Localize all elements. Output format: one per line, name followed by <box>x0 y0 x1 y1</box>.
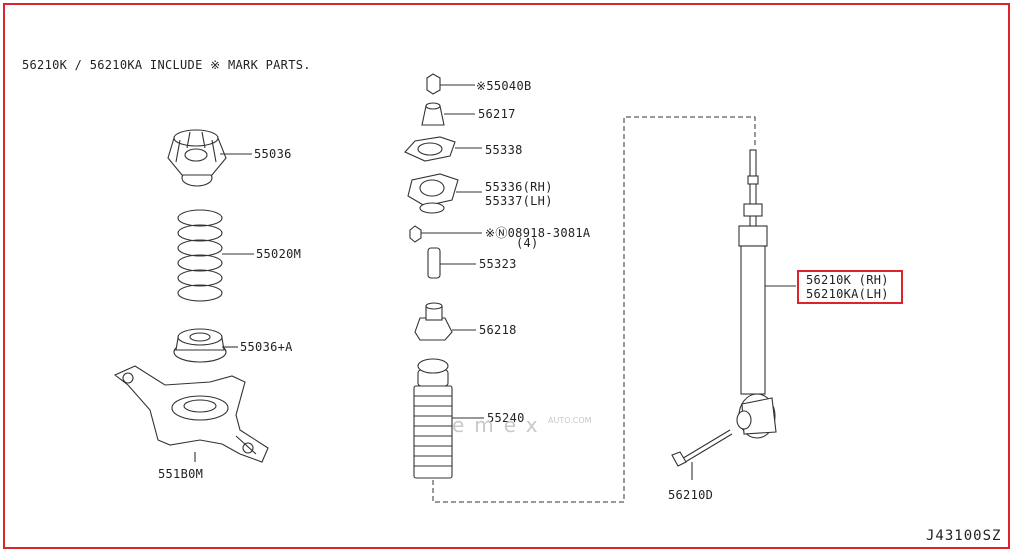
label-55240[interactable]: 55240 <box>487 411 525 425</box>
label-55020M[interactable]: 55020M <box>256 247 302 261</box>
label-55337[interactable]: 55337(LH) <box>485 194 553 208</box>
label-55336[interactable]: 55336(RH) <box>485 180 553 194</box>
lower-link-551B0M[interactable] <box>113 365 269 463</box>
coil-spring-55020M[interactable] <box>177 209 254 302</box>
mount-55336[interactable] <box>407 173 482 214</box>
dust-boot-55240[interactable] <box>413 358 484 479</box>
label-56210KA[interactable]: 56210KA(LH) <box>806 287 889 301</box>
label-56210K[interactable]: 56210K (RH) <box>806 273 889 287</box>
include-note: 56210K / 56210KA INCLUDE ※ MARK PARTS. <box>22 58 311 72</box>
upper-spring-seat-55036[interactable] <box>167 129 252 187</box>
label-55036[interactable]: 55036 <box>254 147 292 161</box>
diagram-frame <box>3 3 1010 549</box>
label-56218[interactable]: 56218 <box>479 323 517 337</box>
bolt-56210D[interactable] <box>671 429 733 480</box>
label-55036A[interactable]: 55036+A <box>240 340 293 354</box>
label-55338[interactable]: 55338 <box>485 143 523 157</box>
spacer-55323[interactable] <box>427 247 476 279</box>
gasket-55338[interactable] <box>404 136 482 162</box>
label-551B0M[interactable]: 551B0M <box>158 467 204 481</box>
label-56210D[interactable]: 56210D <box>668 488 714 502</box>
lower-spring-seat-55036A[interactable] <box>173 328 238 363</box>
bushing-56217[interactable] <box>421 102 475 126</box>
bump-stopper-56218[interactable] <box>414 302 476 341</box>
label-55323[interactable]: 55323 <box>479 257 517 271</box>
shock-absorber-56210K[interactable] <box>736 149 796 439</box>
highlight-box <box>797 270 903 304</box>
diagram-code: J43100SZ <box>926 528 1002 544</box>
label-08918-qty: (4) <box>516 236 539 250</box>
watermark-brand: emex <box>452 413 548 437</box>
label-56217[interactable]: 56217 <box>478 107 516 121</box>
label-55040B[interactable]: ※55040B <box>476 79 532 93</box>
watermark-suffix: AUTO.COM <box>548 416 592 425</box>
nut-55040B[interactable] <box>426 73 475 95</box>
nut-08918[interactable] <box>409 225 482 243</box>
assembly-bracket <box>432 116 756 503</box>
label-08918[interactable]: ※Ⓝ08918-3081A <box>485 226 591 240</box>
